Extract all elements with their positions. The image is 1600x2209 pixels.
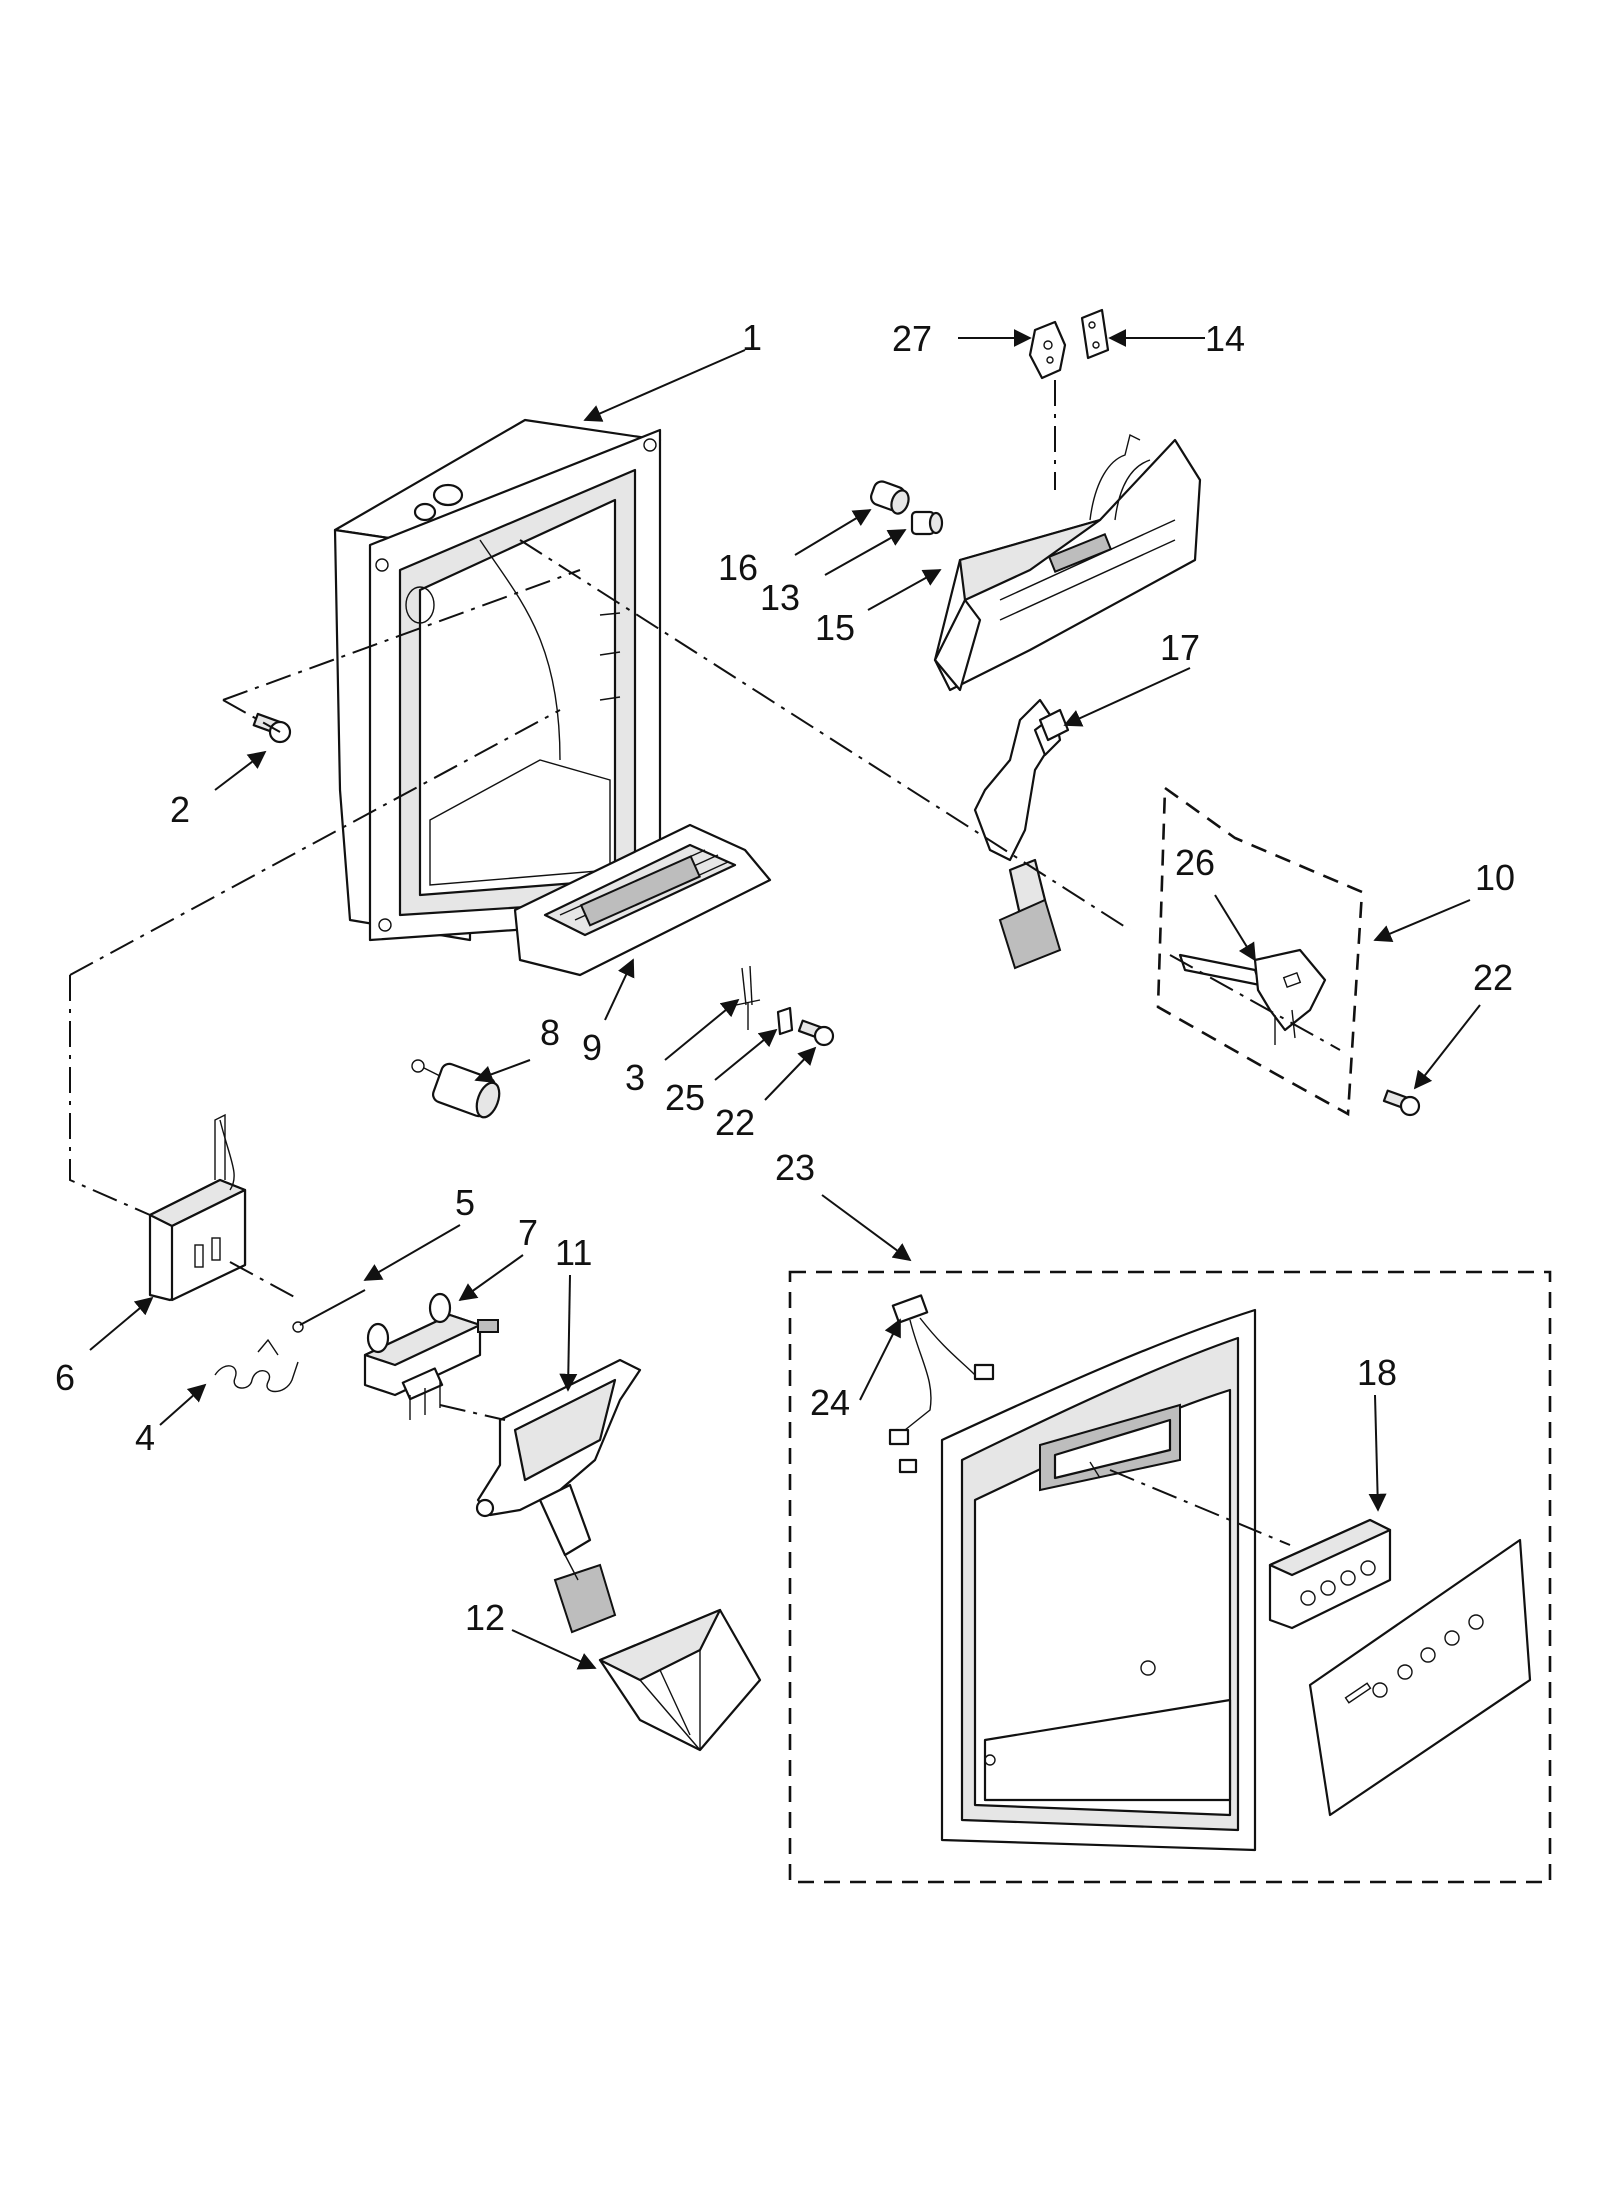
part-7-actuator[interactable]	[363, 1292, 499, 1420]
part-27-switch[interactable]	[1028, 320, 1067, 380]
part-6-control-board[interactable]	[148, 1113, 247, 1302]
callout-24: 24	[810, 1382, 850, 1423]
callout-7: 7	[518, 1212, 538, 1253]
part-4-spring[interactable]	[214, 1338, 299, 1393]
part-26-bracket[interactable]	[1178, 948, 1327, 1045]
callout-12: 12	[465, 1597, 505, 1638]
part-24-wire-harness[interactable]	[888, 1294, 995, 1474]
callout-3: 3	[625, 1057, 645, 1098]
callout-labels: 1 27 14 16 13 15 17 2 26 10 22 8 9 3 25 …	[55, 317, 1515, 1638]
part-5-pin[interactable]	[292, 1289, 366, 1333]
callout-22-right: 22	[1473, 957, 1513, 998]
callout-14: 14	[1205, 318, 1245, 359]
callout-2: 2	[170, 789, 190, 830]
callout-26: 26	[1175, 842, 1215, 883]
callout-18: 18	[1357, 1352, 1397, 1393]
callout-10: 10	[1475, 857, 1515, 898]
leader-arrows	[89, 329, 1481, 1670]
callout-8: 8	[540, 1012, 560, 1053]
callout-11: 11	[555, 1232, 592, 1273]
part-10-kit-outline	[1156, 785, 1364, 1117]
callout-15: 15	[815, 607, 855, 648]
part-22-screw-center[interactable]	[797, 1019, 835, 1047]
part-18-control-module[interactable]	[1268, 1518, 1392, 1630]
part-3-spring-clip[interactable]	[735, 965, 761, 1030]
callout-4: 4	[135, 1417, 155, 1458]
callout-25: 25	[665, 1077, 705, 1118]
part-23-kit-outline	[788, 1270, 1552, 1884]
part-11-ice-paddle[interactable]	[475, 1358, 642, 1634]
part-15-motor-housing[interactable]	[933, 433, 1202, 692]
part-8-solenoid[interactable]	[411, 1059, 504, 1120]
part-25-insulator[interactable]	[776, 1006, 794, 1036]
part-13-socket[interactable]	[910, 510, 944, 536]
part-22-screw-right[interactable]	[1382, 1089, 1421, 1117]
part-16-bulb[interactable]	[869, 479, 912, 516]
callout-5: 5	[455, 1182, 475, 1223]
callout-13: 13	[760, 577, 800, 618]
callout-1: 1	[742, 317, 762, 358]
callout-16: 16	[718, 547, 758, 588]
part-14-gasket[interactable]	[1080, 308, 1110, 360]
control-panel-overlay-label	[1308, 1538, 1532, 1817]
part-9-chute-trim[interactable]	[513, 823, 772, 977]
callout-9: 9	[582, 1027, 602, 1068]
callout-23: 23	[775, 1147, 815, 1188]
part-23-dispenser-front[interactable]	[940, 1308, 1257, 1852]
part-1-dispenser-housing[interactable]	[333, 418, 662, 942]
part-12-funnel[interactable]	[598, 1608, 762, 1752]
callout-27: 27	[892, 318, 932, 359]
callout-6: 6	[55, 1357, 75, 1398]
assembly-guide-lines	[69, 380, 1341, 1546]
callout-22-center: 22	[715, 1102, 755, 1143]
callout-17: 17	[1160, 627, 1200, 668]
part-17-water-lever[interactable]	[973, 698, 1070, 970]
